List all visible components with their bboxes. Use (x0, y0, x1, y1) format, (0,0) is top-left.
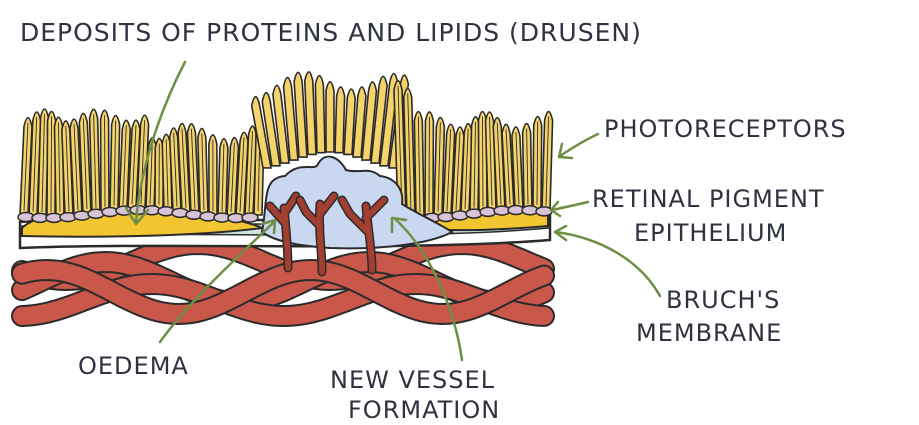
retinal-pigment-epithelium (17, 204, 553, 224)
oedema-label: OEDEMA (78, 352, 189, 380)
photoreceptor (501, 123, 515, 209)
oedema-fluid (260, 155, 454, 250)
photoreceptor (186, 122, 200, 214)
photoreceptor (370, 75, 388, 164)
rpe-label-line1: RETINAL PIGMENT (592, 185, 825, 213)
photoreceptor (413, 110, 425, 217)
photoreceptor (272, 84, 290, 164)
bruch-label-line1: BRUCH'S (666, 286, 781, 314)
photoreceptor (361, 81, 378, 161)
arrow-oedema (158, 218, 277, 344)
rpe-cell (535, 206, 553, 217)
rpe-cell (241, 212, 259, 223)
photoreceptor (177, 122, 191, 213)
photoreceptor (261, 91, 281, 167)
rpe-label-line2: EPITHELIUM (634, 219, 788, 247)
photoreceptor (217, 137, 229, 217)
photoreceptor (402, 87, 416, 217)
photoreceptor (424, 111, 435, 217)
photoreceptor (69, 118, 83, 215)
photoreceptor (334, 86, 346, 154)
photoreceptor (78, 112, 92, 214)
annotation-arrows (124, 60, 662, 362)
photoreceptor (250, 95, 272, 169)
photoreceptor (511, 126, 524, 209)
arrow-drusen (124, 60, 187, 226)
arrow-photoreceptors (557, 132, 600, 160)
photoreceptor (88, 108, 101, 213)
photoreceptor (136, 114, 150, 209)
photoreceptor (352, 86, 367, 158)
photoreceptor (442, 123, 456, 216)
bruch-label-line2: MEMBRANE (636, 319, 783, 347)
photoreceptor (492, 116, 506, 210)
photoreceptor (282, 76, 299, 161)
arrow-bruch (553, 224, 662, 298)
photoreceptor (325, 80, 335, 153)
photoreceptor (314, 74, 326, 154)
photoreceptor (109, 114, 121, 211)
photoreceptors-label: PHOTORECEPTORS (604, 115, 847, 143)
photoreceptor (293, 71, 308, 158)
photoreceptor (532, 115, 543, 210)
drusen-label: DEPOSITS OF PROTEINS AND LIPIDS (DRUSEN) (20, 18, 642, 47)
photoreceptors (19, 71, 554, 217)
photoreceptor (541, 110, 554, 211)
new-vessel-label-line2: FORMATION (348, 396, 501, 424)
photoreceptor (521, 122, 533, 210)
choroid-vessel (11, 258, 555, 326)
photoreceptor (226, 136, 240, 217)
new-vessel-label-line1: NEW VESSEL (330, 366, 496, 394)
photoreceptor (208, 134, 218, 216)
choroid-vessels (11, 232, 555, 328)
arrow-new-vessel (390, 216, 464, 362)
new-vessels (265, 191, 389, 277)
photoreceptor (99, 109, 110, 212)
photoreceptor (154, 137, 165, 210)
photoreceptor (303, 71, 317, 156)
photoreceptor (197, 127, 209, 215)
photoreceptor (118, 119, 132, 210)
photoreceptor (343, 88, 357, 156)
photoreceptor (433, 116, 446, 217)
arrow-rpe (549, 200, 590, 218)
